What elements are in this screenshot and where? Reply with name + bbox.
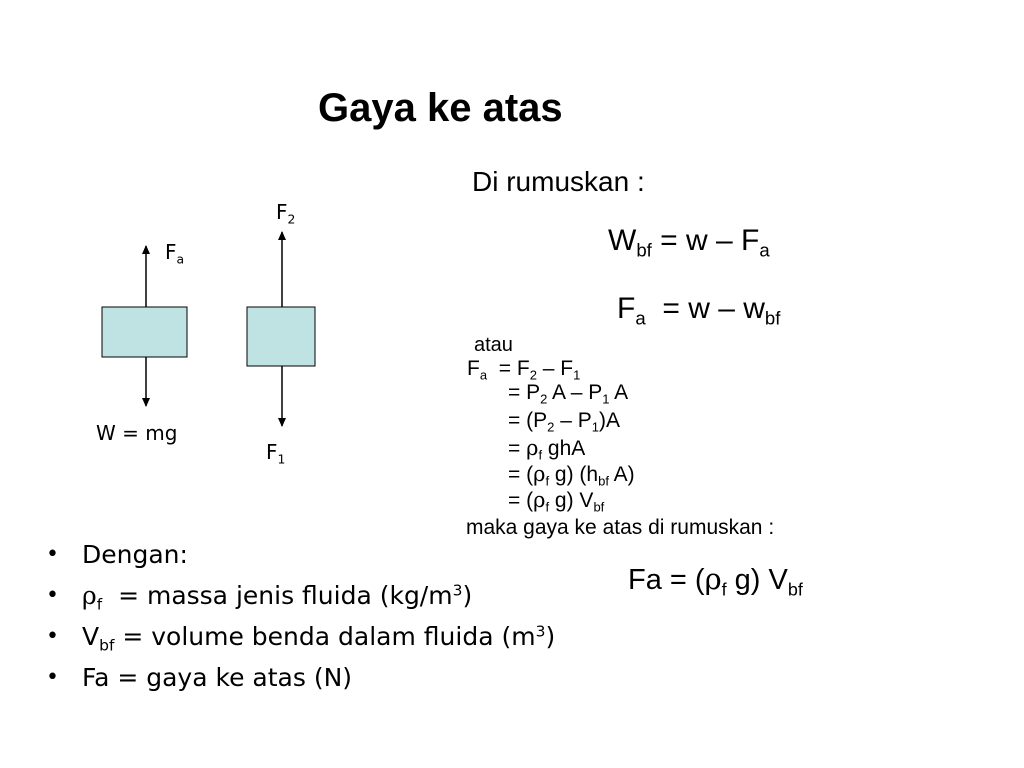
label-f2: F2	[276, 200, 296, 227]
conclusion-text: maka gaya ke atas di rumuskan :	[466, 516, 775, 539]
derivation-line-3: = (P2 – P1)A	[508, 409, 620, 435]
list-item: •Vbf = volume benda dalam fluida (m3)	[46, 622, 556, 655]
list-item: •Dengan:	[46, 540, 188, 569]
list-item: •Fa = gaya ke atas (N)	[46, 663, 353, 692]
equation-fa: Fa = w – wbf	[617, 292, 781, 329]
equation-wbf: Wbf = w – Fa	[608, 224, 770, 261]
derivation-line-1: Fa = F2 – F1	[467, 357, 581, 383]
final-formula: Fa = (ρf g) Vbf	[628, 562, 803, 600]
definitions-list: •Dengan: •ρf = massa jenis fluida (kg/m3…	[44, 535, 555, 699]
label-f1: F1	[266, 440, 286, 467]
list-item: •ρf = massa jenis fluida (kg/m3)	[46, 581, 473, 614]
derivation-line-2: = P2 A – P1 A	[508, 381, 629, 407]
label-w-mg: W = mg	[96, 421, 178, 445]
label-fa: Fa	[165, 240, 185, 267]
atau-label: atau	[474, 334, 513, 356]
formula-intro: Di rumuskan :	[472, 166, 645, 197]
slide-title: Gaya ke atas	[318, 86, 563, 130]
object-box-left	[101, 306, 188, 358]
object-box-right	[246, 306, 316, 367]
derivation-line-4: = ρf ghA	[508, 436, 586, 463]
derivation-line-6: = (ρf g) Vbf	[508, 488, 605, 515]
derivation-line-5: = (ρf g) (hbf A)	[508, 462, 635, 489]
force-diagram	[101, 231, 316, 427]
